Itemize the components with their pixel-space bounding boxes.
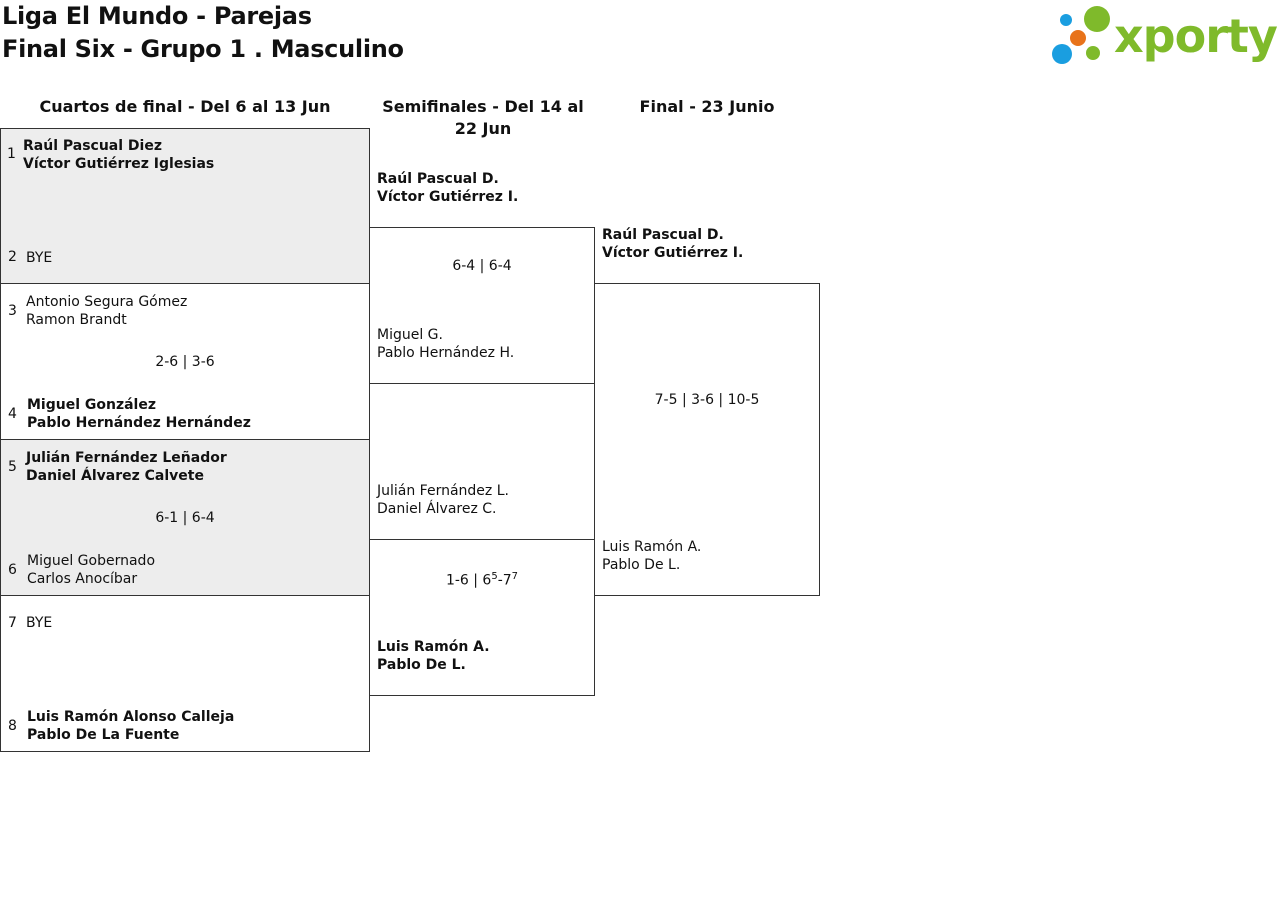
player-name: Julián Fernández Leñador	[26, 450, 227, 466]
match-score: 6-1 | 6-4	[155, 510, 215, 526]
player-name: Daniel Álvarez C.	[377, 501, 497, 517]
player-name: Víctor Gutiérrez I.	[602, 245, 744, 261]
logo-dot-green-icon	[1084, 6, 1110, 32]
player-name: Raúl Pascual D.	[602, 227, 724, 243]
team-bottom[interactable]: Miguel González Pablo Hernández Hernánde…	[27, 396, 251, 432]
player-name: Antonio Segura Gómez	[26, 294, 188, 310]
player-name: Pablo Hernández Hernández	[27, 415, 251, 431]
quarterfinal-match-3[interactable]: 5 Julián Fernández Leñador Daniel Álvare…	[0, 439, 370, 596]
player-name: Raúl Pascual Diez	[23, 138, 162, 154]
player-name: Pablo De L.	[602, 557, 681, 573]
score-part: -7	[497, 572, 512, 589]
player-name: Pablo De L.	[377, 657, 466, 673]
seed-number: 2	[8, 249, 17, 265]
match-score: 1-6 | 65-77	[370, 571, 594, 589]
final-team-bottom[interactable]: Luis Ramón A. Pablo De L.	[602, 538, 701, 574]
logo-dot-blue-icon	[1060, 14, 1072, 26]
semifinal-1-team-bottom[interactable]: Miguel G. Pablo Hernández H.	[377, 326, 514, 362]
player-name: Luis Ramón A.	[602, 539, 702, 555]
seed-number: 3	[8, 303, 17, 319]
match-score: 7-5 | 3-6 | 10-5	[654, 392, 760, 408]
team-top[interactable]: Antonio Segura Gómez Ramon Brandt	[26, 293, 187, 329]
player-name: Daniel Álvarez Calvete	[26, 468, 204, 484]
score-part: 1-6 | 6	[445, 572, 492, 589]
team-top: BYE	[26, 614, 52, 632]
player-name: Carlos Anocíbar	[27, 571, 138, 587]
semifinal-match-2[interactable]: 1-6 | 65-77 Luis Ramón A. Pablo De L.	[369, 539, 595, 696]
player-name: Raúl Pascual D.	[377, 171, 499, 187]
team-top[interactable]: Julián Fernández Leñador Daniel Álvarez …	[26, 449, 227, 485]
semifinal-2-team-top[interactable]: Julián Fernández L. Daniel Álvarez C.	[377, 482, 509, 518]
page-subtitle: Final Six - Grupo 1 . Masculino	[2, 35, 404, 63]
player-name: Miguel Gobernado	[27, 553, 156, 569]
semifinal-1-team-top[interactable]: Raúl Pascual D. Víctor Gutiérrez I.	[377, 170, 518, 206]
logo-dot-blue2-icon	[1052, 44, 1072, 64]
round-header-quarterfinals: Cuartos de final - Del 6 al 13 Jun	[39, 97, 331, 116]
team-bottom[interactable]: Luis Ramón Alonso Calleja Pablo De La Fu…	[27, 708, 234, 744]
seed-number: 5	[8, 459, 17, 475]
round-header-final: Final - 23 Junio	[639, 97, 775, 116]
player-name: Víctor Gutiérrez Iglesias	[23, 156, 215, 172]
page-title: Liga El Mundo - Parejas	[2, 2, 312, 30]
seed-number: 8	[8, 718, 17, 734]
bye-label: BYE	[26, 615, 53, 631]
player-name: Miguel González	[27, 397, 157, 413]
quarterfinal-match-1[interactable]: 1 Raúl Pascual Diez Víctor Gutiérrez Igl…	[0, 128, 370, 284]
team-bottom[interactable]: Miguel Gobernado Carlos Anocíbar	[27, 552, 155, 588]
match-score: 2-6 | 3-6	[155, 354, 215, 370]
player-name: Miguel G.	[377, 327, 443, 343]
seed-number: 6	[8, 562, 17, 578]
player-name: Pablo De La Fuente	[27, 727, 180, 743]
player-name: Pablo Hernández H.	[377, 345, 515, 361]
player-name: Julián Fernández L.	[377, 483, 509, 499]
team-bottom: BYE	[26, 249, 52, 267]
logo-dot-green2-icon	[1086, 46, 1100, 60]
match-score: 6-4 | 6-4	[452, 258, 512, 274]
quarterfinal-match-2[interactable]: 3 Antonio Segura Gómez Ramon Brandt 2-6 …	[0, 283, 370, 440]
tiebreak-score: 7	[511, 571, 519, 582]
xporty-logo[interactable]: xporty	[1050, 4, 1278, 68]
seed-number: 4	[8, 406, 17, 422]
final-team-top[interactable]: Raúl Pascual D. Víctor Gutiérrez I.	[602, 226, 743, 262]
logo-text: xporty	[1114, 9, 1278, 63]
semifinal-2-team-bottom[interactable]: Luis Ramón A. Pablo De L.	[377, 638, 490, 674]
bye-label: BYE	[26, 250, 53, 266]
seed-number: 7	[8, 615, 17, 631]
semifinal-match-1[interactable]: 6-4 | 6-4 Miguel G. Pablo Hernández H.	[369, 227, 595, 384]
round-header-semifinals: Semifinales - Del 14 al 22 Jun	[382, 97, 584, 138]
player-name: Víctor Gutiérrez I.	[377, 189, 519, 205]
tiebreak-score: 5	[491, 571, 498, 582]
player-name: Ramon Brandt	[26, 312, 127, 328]
logo-dot-orange-icon	[1070, 30, 1086, 46]
final-match[interactable]: 7-5 | 3-6 | 10-5 Luis Ramón A. Pablo De …	[594, 283, 820, 596]
team-top[interactable]: Raúl Pascual Diez Víctor Gutiérrez Igles…	[23, 137, 214, 173]
player-name: Luis Ramón Alonso Calleja	[27, 709, 235, 725]
player-name: Luis Ramón A.	[377, 639, 490, 655]
seed-number: 1	[7, 146, 16, 162]
quarterfinal-match-4[interactable]: 7 BYE 8 Luis Ramón Alonso Calleja Pablo …	[0, 595, 370, 752]
